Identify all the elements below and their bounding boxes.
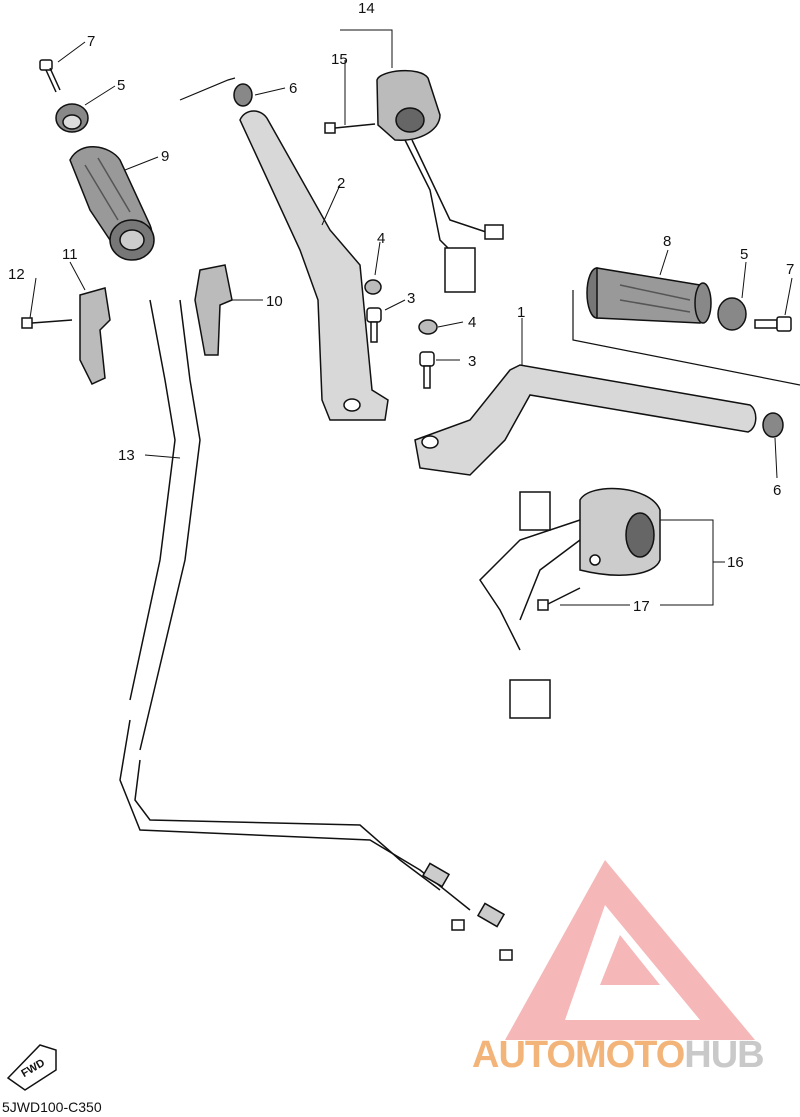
screw-17 — [537, 587, 581, 611]
callout-14: 14 — [358, 0, 375, 17]
callout-8: 8 — [663, 233, 671, 250]
callout-16: 16 — [727, 554, 744, 571]
screw-12 — [21, 317, 73, 329]
watermark-text: AUTOMOTOHUB — [472, 1034, 765, 1077]
callout-12: 12 — [8, 266, 25, 283]
bolt-3-lower — [419, 351, 435, 389]
cable-13 — [119, 299, 513, 961]
watermark-text-part1: AUTOMOTO — [472, 1034, 685, 1076]
grip-bracket-left — [179, 77, 236, 101]
grip-end-5-right — [717, 297, 747, 331]
housing-10 — [194, 264, 233, 356]
watermark-text-part2: HUB — [684, 1034, 764, 1076]
handlebar-2-left — [239, 110, 389, 421]
bolt-7-right — [754, 316, 792, 332]
callout-5-right: 5 — [740, 246, 748, 263]
handlebar-1-right — [414, 364, 757, 476]
callout-10: 10 — [266, 293, 283, 310]
callout-4-lower: 4 — [468, 314, 476, 331]
callout-13: 13 — [118, 447, 135, 464]
callout-15: 15 — [331, 51, 348, 68]
callout-7-right: 7 — [786, 261, 794, 278]
bar-end-6-left — [233, 83, 253, 107]
grip-end-5-left — [55, 103, 89, 133]
callout-11: 11 — [62, 246, 78, 263]
callout-2: 2 — [337, 175, 345, 192]
grip-bracket-right — [572, 290, 800, 386]
bolt-7-left — [39, 59, 61, 93]
callout-5-left: 5 — [117, 77, 125, 94]
callout-4-upper: 4 — [377, 230, 385, 247]
callout-6-right: 6 — [773, 482, 781, 499]
grip-8-right — [586, 267, 712, 324]
fwd-arrow-icon: FWD — [6, 1044, 57, 1091]
diagram-code: 5JWD100-C350 — [2, 1099, 102, 1115]
watermark-logo — [505, 860, 755, 1040]
housing-11 — [79, 287, 111, 385]
screw-15 — [324, 122, 376, 134]
cap-4-lower — [418, 319, 438, 335]
callout-9: 9 — [161, 148, 169, 165]
switch-14-left — [376, 69, 504, 293]
callout-3-lower: 3 — [468, 353, 476, 370]
grip-9-left — [69, 146, 155, 261]
switch-16-right — [479, 487, 661, 719]
callout-1: 1 — [517, 304, 525, 321]
callout-6-left: 6 — [289, 80, 297, 97]
bar-end-6-right — [762, 412, 784, 438]
callout-17: 17 — [633, 598, 650, 615]
leader-lines — [29, 29, 793, 606]
callout-3-upper: 3 — [407, 290, 415, 307]
cap-4-upper — [364, 279, 382, 295]
callout-7-left: 7 — [87, 33, 95, 50]
bolt-3-upper — [366, 307, 382, 343]
